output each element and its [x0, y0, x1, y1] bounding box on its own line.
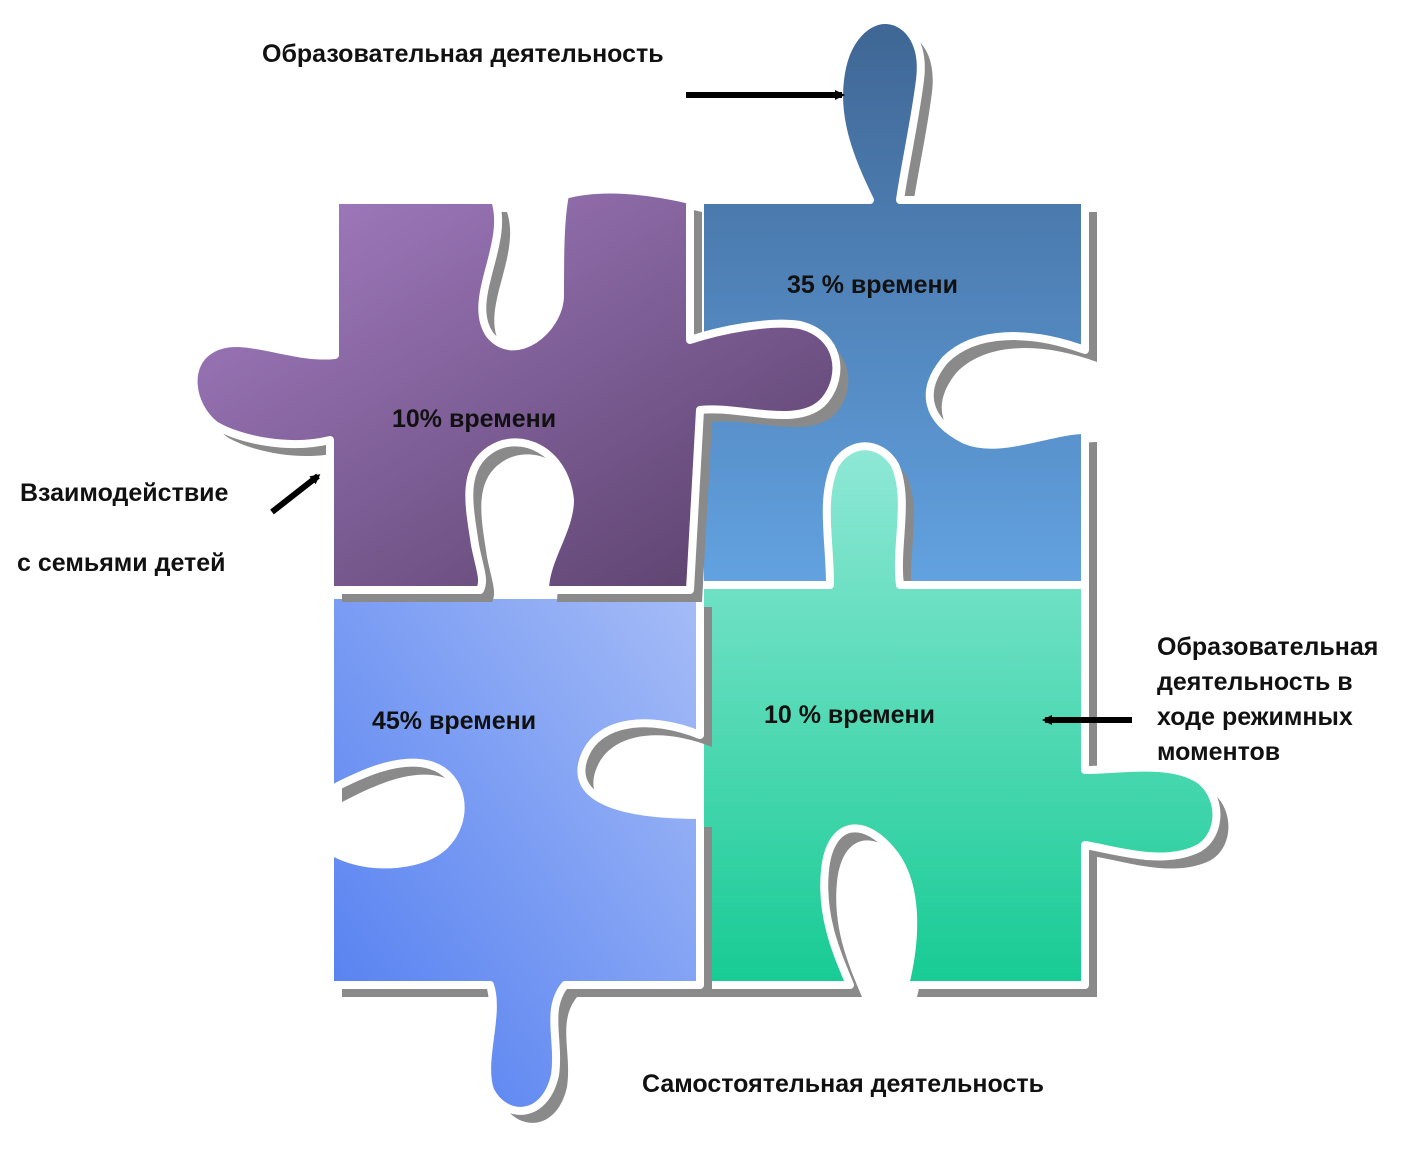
piece-purple [189, 185, 849, 603]
teal-percent-label: 10 % времени [764, 701, 936, 729]
teal-caption-line-3: ходе режимных [1157, 703, 1353, 731]
purple-caption-line-1: Взаимодействие [20, 479, 229, 507]
light-blue-percent-label: 45% времени [372, 707, 537, 735]
steel-blue-caption: Образовательная деятельность [262, 40, 664, 68]
piece-steel-blue [696, 16, 1097, 607]
teal-caption-line-1: Образовательная [1157, 633, 1379, 661]
piece-light-blue [326, 591, 712, 1123]
piece-teal [696, 442, 1229, 997]
arrow-to-purple-piece [270, 473, 321, 515]
teal-caption-line-2: деятельность в [1157, 668, 1353, 696]
purple-caption-line-2: с семьями детей [17, 549, 226, 577]
purple-percent-label: 10% времени [392, 405, 557, 433]
light-blue-caption: Самостоятельная деятельность [642, 1070, 1044, 1098]
teal-caption: Образовательная деятельность в ходе режи… [1157, 630, 1417, 770]
teal-caption-line-4: моментов [1157, 738, 1281, 766]
steel-blue-percent-label: 35 % времени [787, 271, 959, 299]
